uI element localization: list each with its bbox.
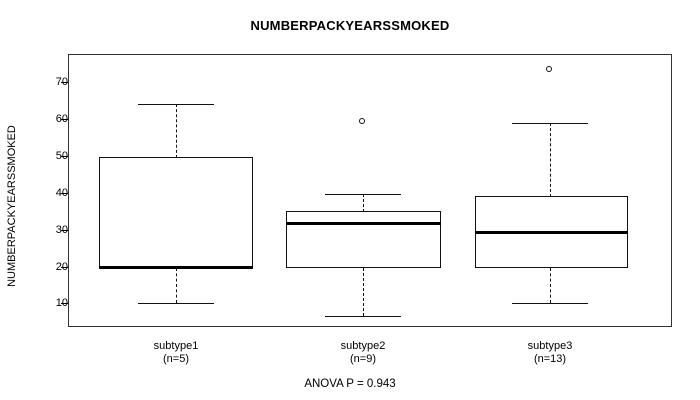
upper-whisker-subtype2 (363, 194, 364, 212)
y-tick-mark-50 (61, 156, 68, 157)
lower-whisker-subtype1 (176, 268, 177, 303)
outlier-point-subtype3-75 (546, 66, 552, 72)
lower-whisker-subtype3 (550, 268, 551, 303)
y-tick-label-50: 50 (55, 150, 68, 162)
y-tick-mark-60 (61, 119, 68, 120)
lower-whisker-cap-subtype2 (325, 316, 401, 317)
y-tick-mark-30 (61, 230, 68, 231)
y-tick-mark-40 (61, 193, 68, 194)
x-axis-label-subtype1-count: (n=5) (163, 353, 189, 365)
y-tick-label-70: 70 (55, 76, 68, 88)
box-body-subtype2 (286, 211, 441, 268)
lower-whisker-subtype2 (363, 268, 364, 316)
anova-annotation: ANOVA P = 0.943 (304, 378, 396, 390)
x-axis-label-subtype3-count: (n=13) (533, 353, 567, 365)
y-tick-label-40: 40 (55, 187, 68, 199)
outlier-point-subtype2-61 (359, 118, 365, 124)
median-line-subtype1 (99, 266, 253, 269)
x-axis-label-subtype2-name: subtype2 (340, 340, 386, 352)
y-axis-ticks: 70 60 50 40 30 20 10 (0, 0, 68, 400)
y-tick-label-60: 60 (55, 113, 68, 125)
box-body-subtype1 (99, 157, 253, 268)
y-tick-mark-10 (61, 303, 68, 304)
median-line-subtype2 (286, 222, 441, 225)
y-tick-mark-20 (61, 267, 68, 268)
upper-whisker-subtype3 (550, 123, 551, 197)
x-axis-label-subtype2: subtype2 (n=9) (303, 340, 423, 366)
x-axis-label-subtype1-name: subtype1 (153, 340, 199, 352)
x-axis-label-subtype2-count: (n=9) (350, 353, 376, 365)
upper-whisker-subtype1 (176, 104, 177, 158)
y-tick-label-30: 30 (55, 224, 68, 236)
y-tick-label-20: 20 (55, 261, 68, 273)
chart-title: NUMBERPACKYEARSSMOKED (250, 18, 450, 33)
y-tick-label-10: 10 (55, 297, 68, 309)
x-axis-label-subtype3-name: subtype3 (527, 340, 573, 352)
x-axis-label-subtype3: subtype3 (n=13) (490, 340, 610, 366)
y-tick-mark-70 (61, 82, 68, 83)
median-line-subtype3 (475, 231, 628, 234)
x-axis-label-subtype1: subtype1 (n=5) (116, 340, 236, 366)
lower-whisker-cap-subtype3 (512, 303, 588, 304)
lower-whisker-cap-subtype1 (138, 303, 214, 304)
